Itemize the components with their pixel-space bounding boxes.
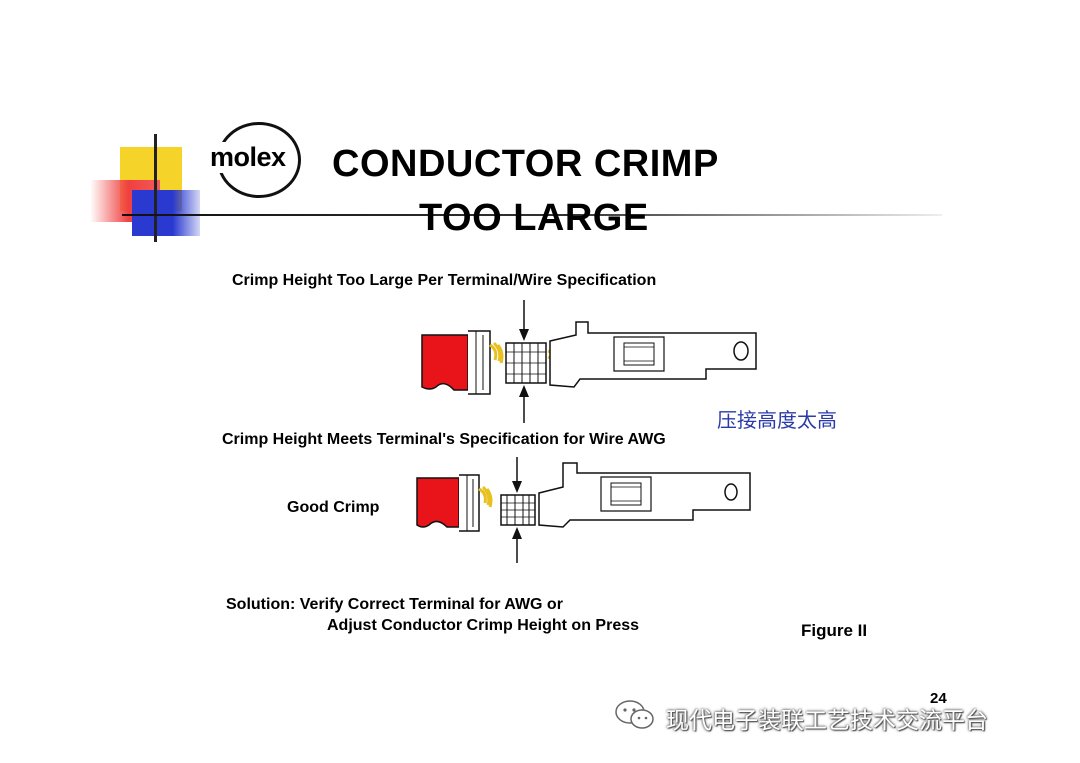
terminal-hole [724,483,738,501]
solution-line-1: Solution: Verify Correct Terminal for AW… [226,596,563,613]
molex-logo-text: molex [209,142,287,173]
terminal-body [549,321,757,388]
decor-block-blue [132,190,200,236]
wechat-icon [614,698,656,737]
title-line-2: TOO LARGE [419,197,649,239]
terminal-body [538,462,751,528]
middle-caption: Crimp Height Meets Terminal's Specificat… [222,431,666,448]
insulation-crimp [459,474,480,532]
solution-line-2: Adjust Conductor Crimp Height on Press [327,617,640,634]
strands-left [478,485,493,508]
top-caption: Crimp Height Too Large Per Terminal/Wire… [232,272,657,289]
insulation-crimp [468,330,491,395]
wire-insulation [416,477,460,528]
figure-label: Figure II [801,621,868,640]
terminal-contact-box [600,476,652,512]
terminal-contact-box [613,336,665,372]
strands-left [489,341,504,364]
title-line-1: CONDUCTOR CRIMP [332,143,719,185]
wire-insulation [421,334,469,391]
terminal-hole [733,341,749,361]
good-crimp-diagram [416,457,751,563]
watermark: 现代电子装联工艺技术交流平台 [666,708,988,734]
page-number: 24 [930,690,947,707]
decor-horizontal-rule [122,214,942,216]
good-crimp-label: Good Crimp [287,499,380,516]
crimp-too-large-diagram [421,300,757,423]
annotation-cn: 压接高度太高 [717,408,837,432]
decor-vertical-line [154,134,157,242]
